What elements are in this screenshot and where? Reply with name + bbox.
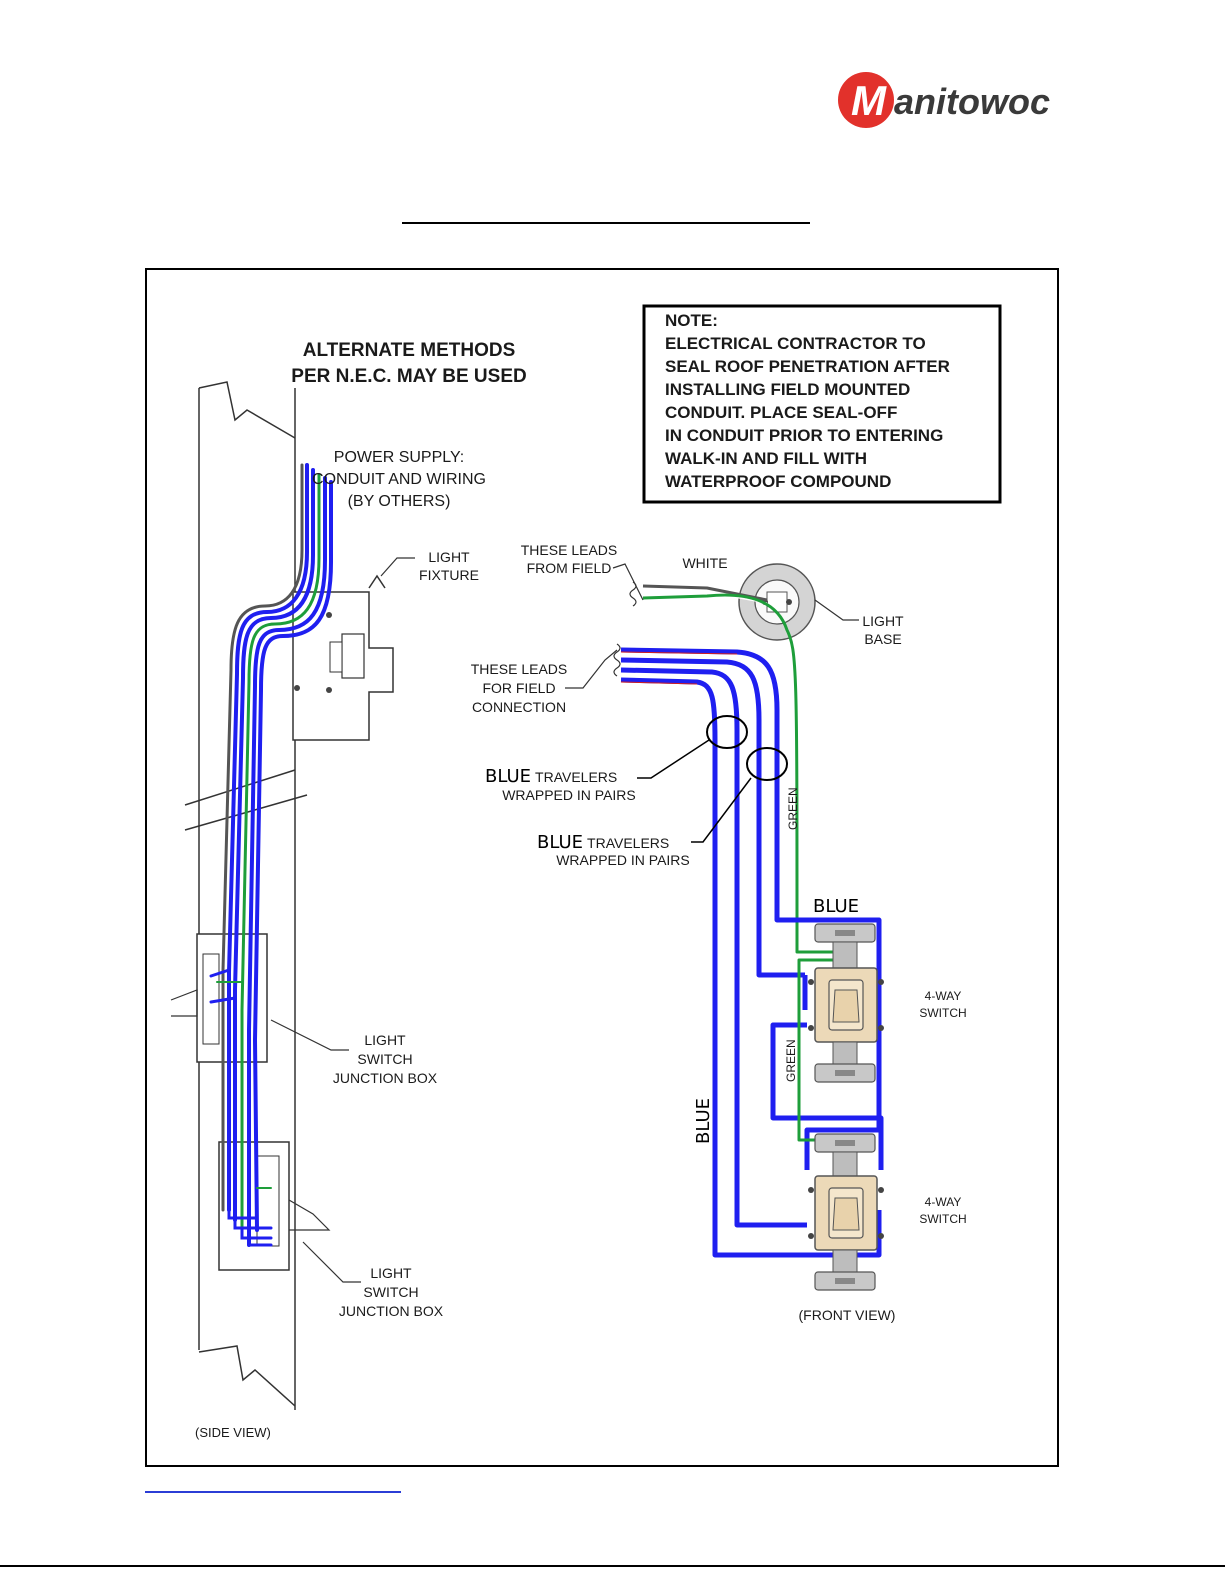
white-wire-label: WHITE bbox=[682, 555, 727, 571]
traveler-1-leader bbox=[637, 739, 710, 779]
leads-for-field-line-3: CONNECTION bbox=[472, 699, 566, 715]
switch-1-line-2: SWITCH bbox=[919, 1006, 966, 1020]
note-line: IN CONDUIT PRIOR TO ENTERING bbox=[665, 426, 943, 445]
travelers-2-rest: TRAVELERS bbox=[587, 835, 669, 851]
note-line: INSTALLING FIELD MOUNTED bbox=[665, 380, 910, 399]
logo-graphic: M anitowoc bbox=[838, 72, 1050, 128]
switch-1-line-1: 4-WAY bbox=[925, 989, 962, 1003]
light-fixture-line-1: LIGHT bbox=[428, 549, 470, 565]
junction-box-1-line-1: LIGHT bbox=[364, 1032, 406, 1048]
four-way-switch-1 bbox=[808, 923, 884, 1083]
light-base-line-2: BASE bbox=[864, 631, 901, 647]
light-base bbox=[738, 563, 816, 641]
heading-line-2: PER N.E.C. MAY BE USED bbox=[291, 366, 526, 387]
power-supply-line-2: CONDUIT AND WIRING bbox=[312, 471, 486, 488]
light-base-leader bbox=[814, 599, 859, 621]
light-fixture-line-2: FIXTURE bbox=[419, 567, 479, 583]
leads-for-field-line-1: THESE LEADS bbox=[471, 661, 567, 677]
logo-initial: M bbox=[851, 77, 887, 124]
wiring-diagram: ALTERNATE METHODS PER N.E.C. MAY BE USED… bbox=[145, 268, 1059, 1467]
leads-for-field-leader bbox=[565, 649, 618, 689]
title-underline bbox=[402, 222, 810, 224]
note-line: ELECTRICAL CONTRACTOR TO bbox=[665, 334, 926, 353]
page-bottom-rule bbox=[0, 1565, 1225, 1567]
leads-from-field-line-2: FROM FIELD bbox=[527, 560, 612, 576]
heading-line-1: ALTERNATE METHODS bbox=[303, 340, 516, 361]
light-fixture-leader bbox=[380, 557, 415, 577]
leads-for-field-line-2: FOR FIELD bbox=[482, 680, 555, 696]
power-supply-line-3: (BY OTHERS) bbox=[348, 493, 451, 510]
wiring-diagram-svg: ALTERNATE METHODS PER N.E.C. MAY BE USED… bbox=[170, 304, 1002, 1440]
junction-box-2-line-3: JUNCTION BOX bbox=[339, 1303, 444, 1319]
leads-from-field-line-1: THESE LEADS bbox=[521, 542, 617, 558]
field-lead-ends bbox=[613, 581, 637, 677]
note-line: CONDUIT. PLACE SEAL-OFF bbox=[665, 403, 897, 422]
note-text: NOTE: ELECTRICAL CONTRACTOR TO SEAL ROOF… bbox=[665, 311, 950, 491]
power-supply-line-1: POWER SUPPLY: bbox=[334, 449, 464, 466]
blue-wire-label-left: BLUE bbox=[693, 1098, 714, 1144]
junction-box-1-line-3: JUNCTION BOX bbox=[333, 1070, 438, 1086]
green-wire-label-2: GREEN bbox=[784, 1039, 798, 1082]
side-view-label: (SIDE VIEW) bbox=[195, 1425, 271, 1440]
note-box bbox=[642, 304, 1002, 504]
manitowoc-logo: M anitowoc bbox=[838, 68, 1078, 132]
footer-hyperlink-underline[interactable] bbox=[145, 1491, 401, 1493]
four-way-switch-2 bbox=[808, 1133, 884, 1291]
leads-from-field-leader bbox=[612, 563, 644, 601]
logo-red-circle bbox=[838, 72, 894, 128]
switch-2-line-1: 4-WAY bbox=[925, 1195, 962, 1209]
travelers-1-blue: BLUE bbox=[485, 766, 531, 787]
front-view-wires bbox=[620, 584, 884, 1258]
traveler-pair-marker-1 bbox=[706, 715, 748, 749]
green-wire-label-1: GREEN bbox=[786, 787, 800, 830]
traveler-2-leader bbox=[691, 777, 752, 843]
note-line: WATERPROOF COMPOUND bbox=[665, 472, 891, 491]
note-line: WALK-IN AND FILL WITH bbox=[665, 449, 867, 468]
junction-box-1-leader bbox=[270, 1019, 349, 1051]
blue-wire-label-top: BLUE bbox=[813, 896, 859, 917]
junction-box-2-leader bbox=[302, 1241, 361, 1283]
light-fixture-side bbox=[292, 574, 394, 741]
note-line: NOTE: bbox=[665, 311, 718, 330]
switch-2-line-2: SWITCH bbox=[919, 1212, 966, 1226]
junction-box-2-line-2: SWITCH bbox=[363, 1284, 418, 1300]
travelers-1-line-2: WRAPPED IN PAIRS bbox=[502, 787, 636, 803]
junction-box-2-line-1: LIGHT bbox=[370, 1265, 412, 1281]
traveler-pair-marker-2 bbox=[746, 747, 788, 781]
front-view-label: (FRONT VIEW) bbox=[799, 1307, 896, 1323]
junction-box-1-line-2: SWITCH bbox=[357, 1051, 412, 1067]
junction-box-1-side bbox=[170, 933, 268, 1063]
logo-wordmark: anitowoc bbox=[894, 81, 1050, 122]
travelers-2-blue: BLUE bbox=[537, 832, 583, 853]
travelers-2-line-2: WRAPPED IN PAIRS bbox=[556, 852, 690, 868]
travelers-1-rest: TRAVELERS bbox=[535, 769, 617, 785]
light-base-line-1: LIGHT bbox=[862, 613, 904, 629]
side-view-wires bbox=[209, 463, 333, 1247]
note-line: SEAL ROOF PENETRATION AFTER bbox=[665, 357, 950, 376]
